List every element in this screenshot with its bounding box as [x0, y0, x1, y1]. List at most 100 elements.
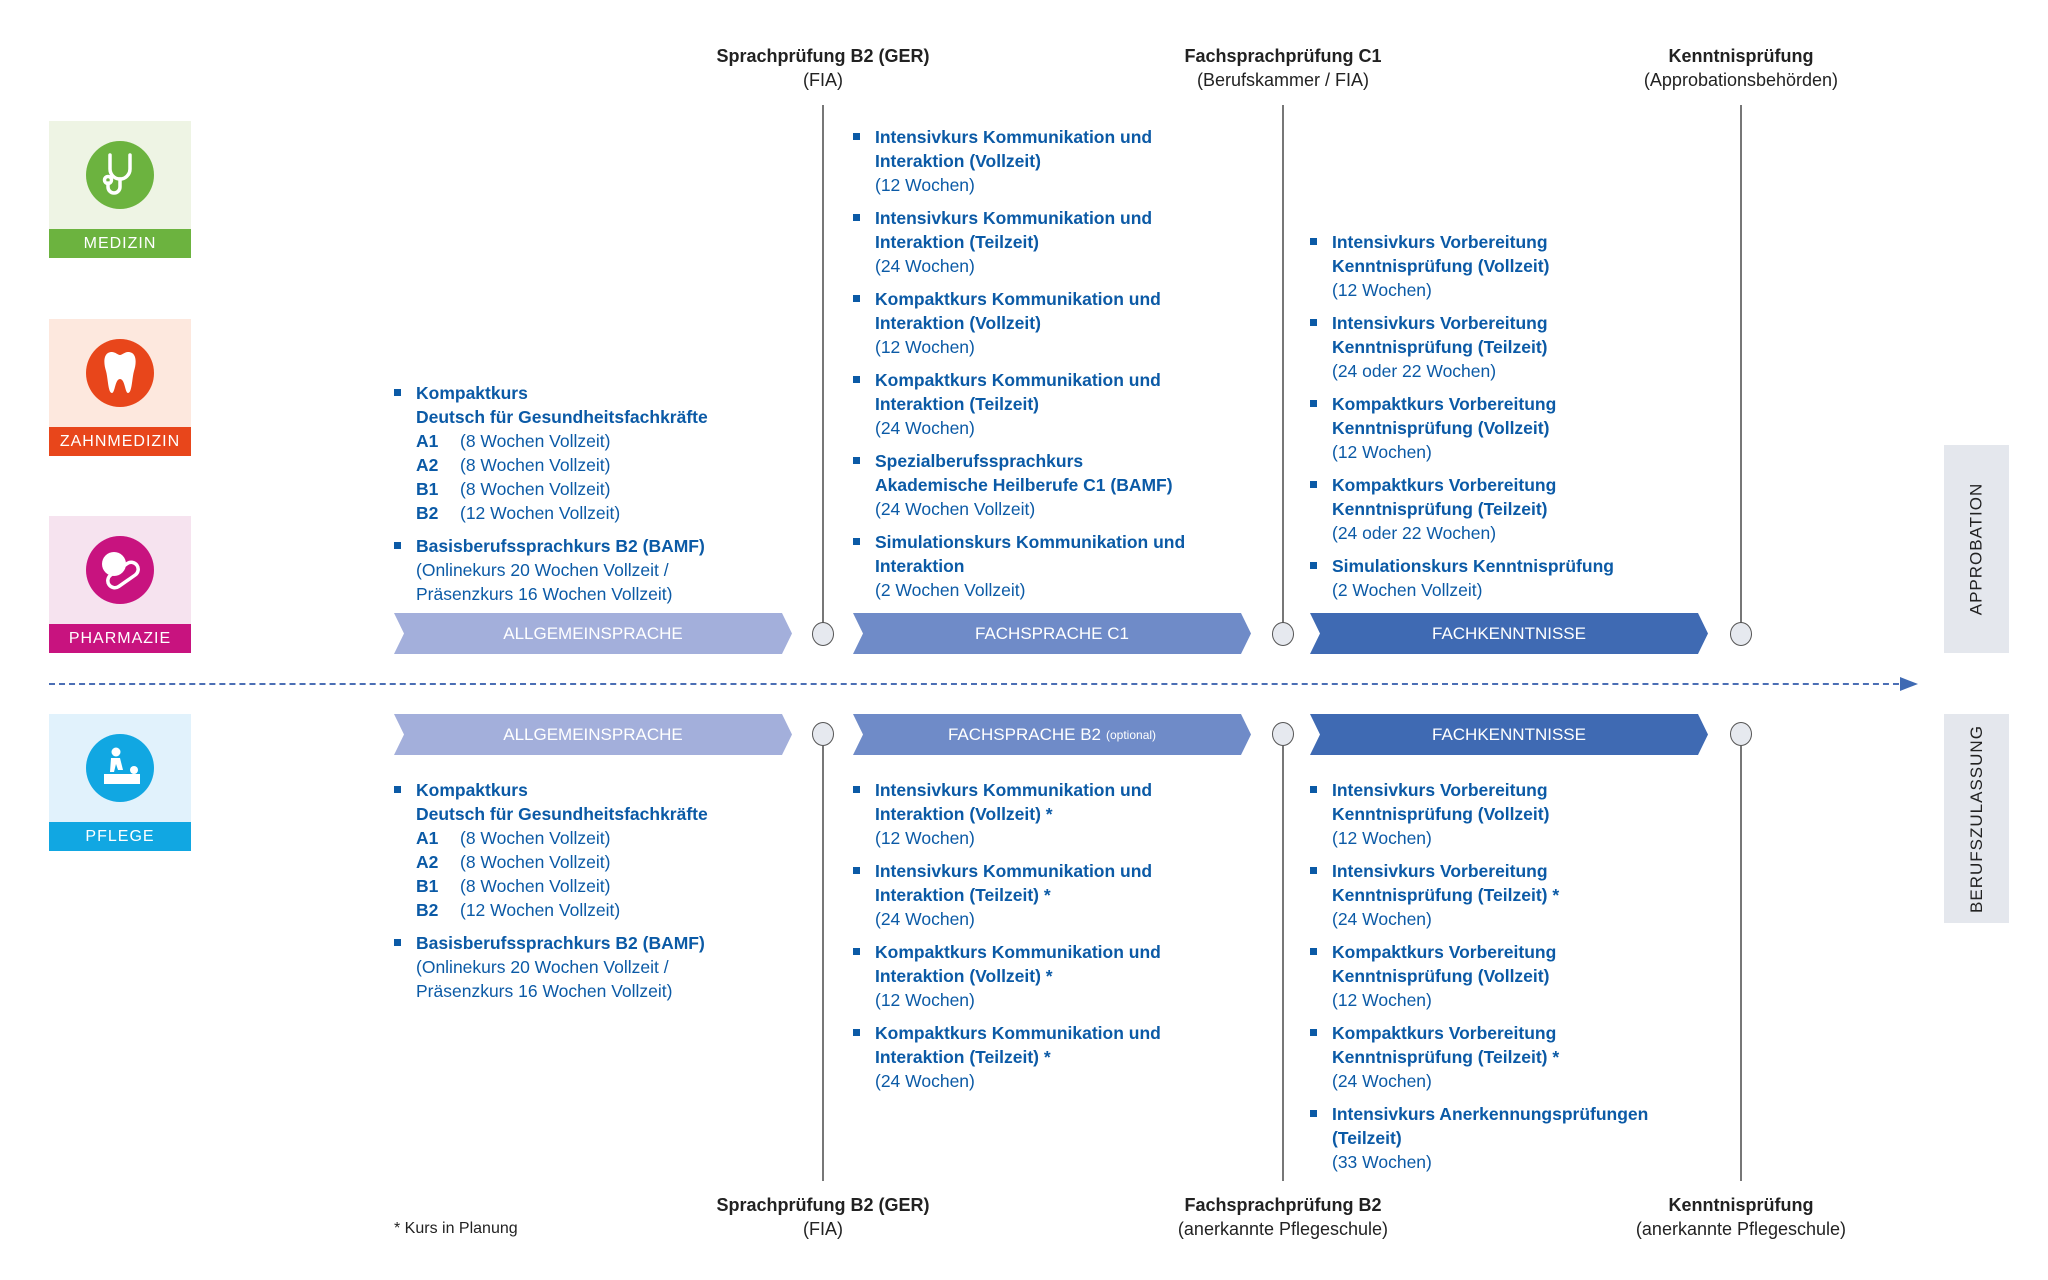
course-title: Intensivkurs Vorbereitung	[1332, 232, 1548, 252]
course-title: Interaktion (Vollzeit)	[875, 151, 1041, 171]
course-detail: Präsenzkurs 16 Wochen Vollzeit)	[416, 584, 673, 604]
level-code: B2	[416, 900, 439, 920]
course-title: Intensivkurs Kommunikation und	[875, 780, 1153, 800]
profession-label: ZAHNMEDIZIN	[49, 427, 191, 456]
level-row: B1 (8 Wochen Vollzeit)	[416, 874, 814, 898]
side-label-text: APPROBATION	[1966, 482, 1986, 616]
milestone-node	[1272, 722, 1294, 746]
course-title: Interaktion (Teilzeit) *	[875, 1047, 1051, 1067]
course-title: Akademische Heilberufe C1 (BAMF)	[875, 475, 1173, 495]
side-label-bottom: BERUFSZULASSUNG	[1944, 714, 2009, 923]
course-title: Kenntnisprüfung (Vollzeit)	[1332, 804, 1550, 824]
course-detail: (24 Wochen)	[875, 909, 975, 929]
milestone-node	[1730, 722, 1752, 746]
course-title: Kenntnisprüfung (Vollzeit)	[1332, 418, 1550, 438]
exam-header: Kenntnisprüfung(anerkannte Pflegeschule)	[1571, 1193, 1911, 1241]
course-title: Kenntnisprüfung (Vollzeit)	[1332, 966, 1550, 986]
course-title: Intensivkurs Anerkennungsprüfungen	[1332, 1104, 1649, 1124]
course-item: Basisberufssprachkurs B2 (BAMF)(Onlineku…	[394, 534, 814, 606]
phase-label: FACHSPRACHE C1	[975, 623, 1129, 643]
course-title: Interaktion (Vollzeit) *	[875, 966, 1053, 986]
phase-bar: ALLGEMEINSPRACHE	[394, 613, 792, 654]
course-title: Kenntnisprüfung (Teilzeit) *	[1332, 885, 1560, 905]
milestone-node	[812, 622, 834, 646]
course-detail: Präsenzkurs 16 Wochen Vollzeit)	[416, 981, 673, 1001]
exam-header: Sprachprüfung B2 (GER)(FIA)	[653, 44, 993, 92]
exam-authority: (anerkannte Pflegeschule)	[1635, 1219, 1847, 1239]
level-row: A1(8 Wochen Vollzeit)	[416, 429, 814, 453]
course-title: Kompaktkurs Vorbereitung	[1332, 942, 1557, 962]
exam-header: Fachsprachprüfung C1(Berufskammer / FIA)	[1113, 44, 1453, 92]
profession-label: PFLEGE	[49, 822, 191, 851]
footnote: * Kurs in Planung	[394, 1220, 518, 1237]
milestone-line	[1282, 746, 1284, 1181]
course-title: Interaktion (Teilzeit)	[875, 232, 1039, 252]
course-title: Basisberufssprachkurs B2 (BAMF)	[416, 536, 705, 556]
exam-authority: (anerkannte Pflegeschule)	[1177, 1219, 1389, 1239]
phase-bar: ALLGEMEINSPRACHE	[394, 714, 792, 755]
phase-label: FACHSPRACHE B2	[947, 724, 1101, 744]
course-title: Intensivkurs Kommunikation und	[875, 861, 1153, 881]
course-detail: (Onlinekurs 20 Wochen Vollzeit /	[416, 957, 669, 977]
level-detail: (8 Wochen Vollzeit)	[460, 455, 611, 475]
care-icon	[86, 734, 154, 802]
course-detail: (2 Wochen Vollzeit)	[875, 580, 1026, 600]
side-label-top: APPROBATION	[1944, 445, 2009, 653]
level-code: A1	[416, 828, 439, 848]
level-detail: (8 Wochen Vollzeit)	[460, 876, 611, 896]
course-title: Interaktion (Teilzeit)	[875, 394, 1039, 414]
level-row: B2(12 Wochen Vollzeit)	[416, 501, 814, 525]
profession-label: MEDIZIN	[49, 229, 191, 258]
course-title: Simulationskurs Kenntnisprüfung	[1332, 556, 1614, 576]
course-detail: (24 oder 22 Wochen)	[1332, 361, 1497, 381]
phase-bar: FACHKENNTNISSE	[1310, 714, 1708, 755]
level-row: B1(8 Wochen Vollzeit)	[416, 477, 814, 501]
course-title: Deutsch für Gesundheitsfachkräfte	[416, 804, 708, 824]
milestone-line	[1740, 746, 1742, 1181]
level-code: A2	[416, 455, 439, 475]
exam-authority: (FIA)	[803, 1219, 843, 1239]
course-title: Kompaktkurs	[416, 383, 528, 403]
course-detail: (24 Wochen)	[875, 256, 975, 276]
course-detail: (24 Wochen)	[875, 418, 975, 438]
course-detail: (24 Wochen)	[1332, 909, 1432, 929]
level-code: A1	[416, 431, 439, 451]
course-detail: (24 Wochen)	[1332, 1071, 1432, 1091]
course-title: (Teilzeit)	[1332, 1128, 1402, 1148]
phase-label: FACHKENNTNISSE	[1432, 724, 1586, 744]
profession-stethoscope: MEDIZIN	[49, 121, 191, 258]
level-code: B1	[416, 876, 439, 896]
level-code: B2	[416, 503, 439, 523]
milestone-line	[822, 105, 824, 634]
course-title: Kenntnisprüfung (Teilzeit)	[1332, 337, 1548, 357]
course-title: Deutsch für Gesundheitsfachkräfte	[416, 407, 708, 427]
level-detail: (8 Wochen Vollzeit)	[460, 828, 611, 848]
phase-label: ALLGEMEINSPRACHE	[503, 623, 683, 643]
course-title: Kenntnisprüfung (Vollzeit)	[1332, 256, 1550, 276]
course-title: Basisberufssprachkurs B2 (BAMF)	[416, 933, 705, 953]
course-detail: (12 Wochen)	[1332, 280, 1432, 300]
milestone-node	[812, 722, 834, 746]
course-title: Kompaktkurs Vorbereitung	[1332, 1023, 1557, 1043]
level-row: A2 (8 Wochen Vollzeit)	[416, 453, 814, 477]
milestone-line	[822, 746, 824, 1181]
course-detail: (33 Wochen)	[1332, 1152, 1432, 1172]
course-title: Intensivkurs Vorbereitung	[1332, 313, 1548, 333]
exam-header: Sprachprüfung B2 (GER)(FIA)	[653, 1193, 993, 1241]
course-title: Intensivkurs Kommunikation und	[875, 208, 1153, 228]
course-title: Interaktion	[875, 556, 965, 576]
